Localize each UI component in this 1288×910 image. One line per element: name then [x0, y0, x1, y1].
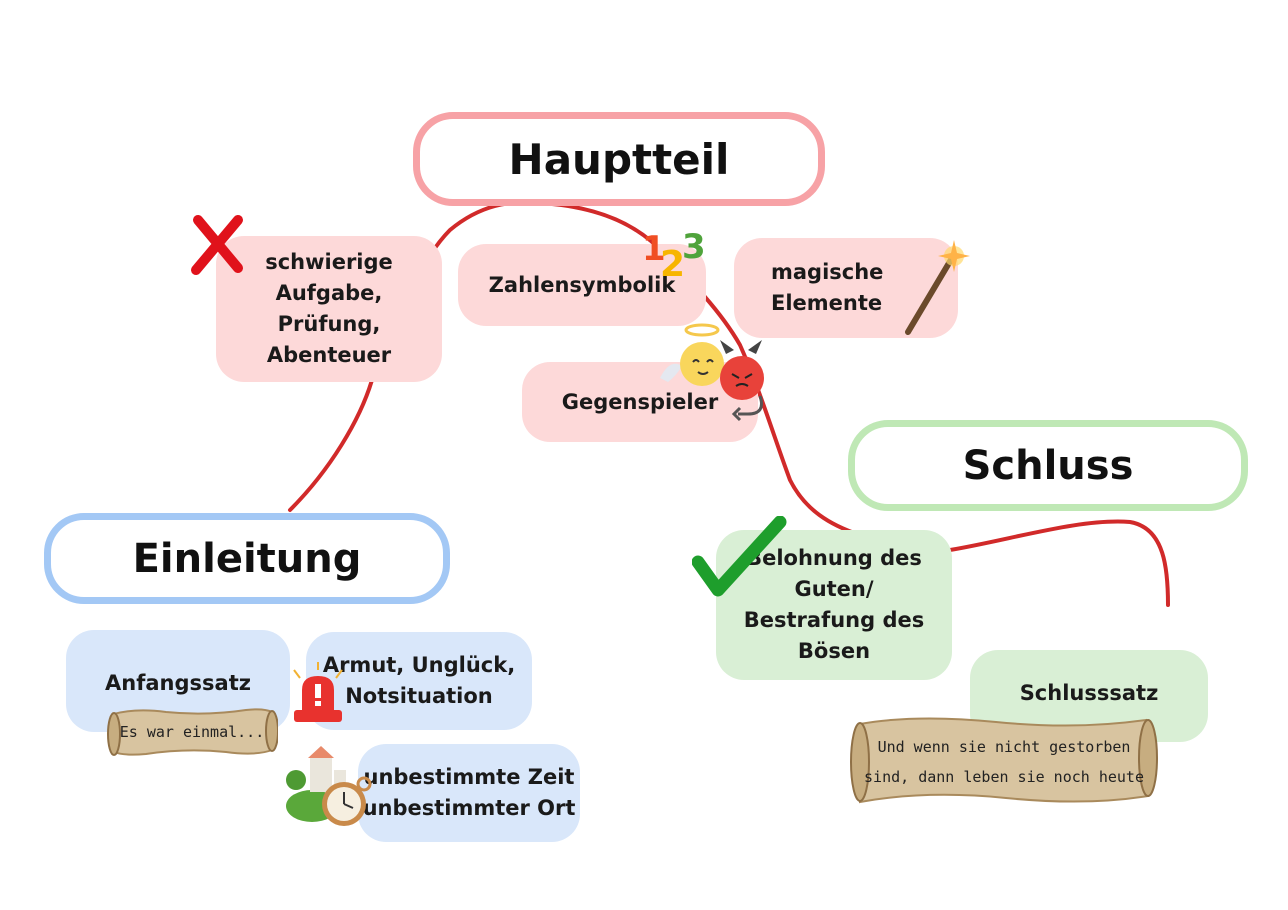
scroll-schluss-shape: [850, 717, 1158, 804]
node-schlusssatz-label: Schlusssatz: [1019, 681, 1159, 705]
node-magische-elemente: magische Elemente: [734, 238, 958, 338]
scroll-schluss-text: Und wenn sie nicht gestorben sind, dann …: [864, 738, 1144, 786]
node-armut: Armut, Unglück, Notsituation: [306, 632, 532, 730]
angel-devil-icon: [660, 323, 764, 422]
svg-text:2: 2: [660, 244, 685, 280]
connector-hauptteil-schluss: [538, 201, 862, 537]
section-schluss: Schluss: [848, 420, 1248, 511]
cross-icon: [191, 215, 243, 275]
magic-wand-icon: [905, 240, 970, 335]
node-gegenspieler-label: Gegenspieler: [561, 389, 719, 414]
connector-schluss-schlusssatz: [948, 519, 1170, 607]
siren-icon: [293, 662, 343, 722]
node-zahlensymbolik-label: Zahlensymbolik: [488, 272, 676, 297]
section-schluss-label: Schluss: [962, 442, 1134, 489]
scroll-anfang-shape: [107, 708, 278, 756]
node-armut-label: Armut, Unglück, Notsituation: [322, 653, 516, 708]
node-anfangssatz-label: Anfangssatz: [105, 671, 251, 695]
node-belohnung-label: Belohnung des Guten/ Bestrafung des Böse…: [743, 546, 925, 663]
numbers-icon: 1 2 3: [642, 227, 706, 280]
section-hauptteil-label: Hauptteil: [508, 134, 730, 184]
node-zeit-ort: unbestimmte Zeit unbestimmter Ort: [358, 744, 580, 842]
node-magische-label: magische Elemente: [771, 260, 884, 315]
scroll-anfang-text: Es war einmal...: [119, 723, 265, 741]
node-zahlensymbolik: Zahlensymbolik: [458, 244, 706, 326]
section-einleitung: Einleitung: [44, 513, 450, 604]
section-hauptteil: Hauptteil: [413, 112, 825, 206]
node-zeit-ort-label: unbestimmte Zeit unbestimmter Ort: [362, 765, 576, 820]
svg-text:3: 3: [682, 227, 706, 267]
section-einleitung-label: Einleitung: [132, 535, 362, 582]
svg-text:1: 1: [642, 229, 666, 269]
node-aufgabe-label: schwierige Aufgabe, Prüfung, Abenteuer: [265, 250, 393, 367]
node-aufgabe: schwierige Aufgabe, Prüfung, Abenteuer: [216, 236, 442, 382]
castle-clock-icon: [286, 746, 372, 826]
checkmark-icon: [692, 516, 787, 597]
